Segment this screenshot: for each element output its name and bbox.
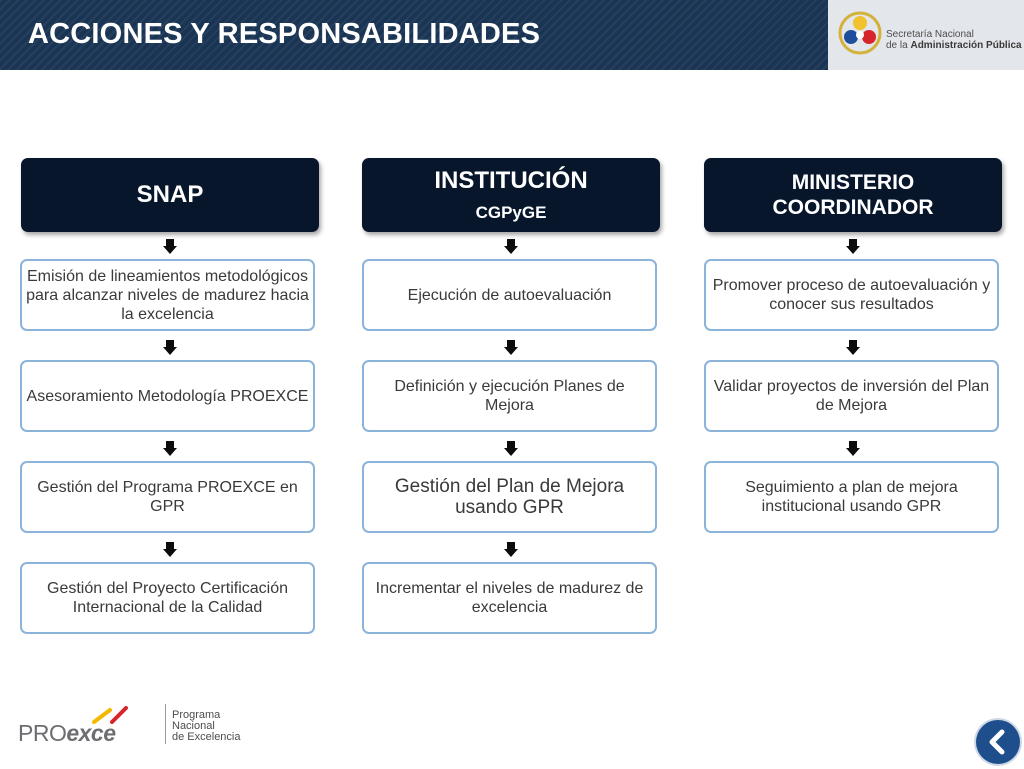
- column-title: SNAP: [136, 181, 204, 208]
- proexce-swoosh-icon: [92, 706, 128, 724]
- flow-box-snap-1: Emisión de lineamientos metodológicos pa…: [20, 259, 315, 331]
- flow-box-ministerio-1: Promover proceso de autoevaluación y con…: [704, 259, 999, 331]
- title-bar: ACCIONES Y RESPONSABILIDADES: [0, 0, 828, 70]
- flow-box-text: Gestión del Programa PROEXCE en GPR: [37, 479, 298, 515]
- column-title: MINISTERIO COORDINADOR: [772, 171, 934, 219]
- arrow-down-icon: [163, 542, 177, 557]
- arrow-down-icon: [163, 239, 177, 254]
- sna-logo-line2-bold: Administración Pública: [910, 40, 1022, 51]
- sna-emblem-icon: [838, 11, 882, 55]
- flow-box-text: Promover proceso de autoevaluación y con…: [712, 277, 991, 313]
- flow-box-text: Gestión del Plan de Mejora usando GPR: [394, 476, 625, 518]
- column-title: INSTITUCIÓN: [434, 167, 588, 194]
- flow-box-text: Ejecución de autoevaluación: [407, 286, 612, 304]
- sna-logo-line2-prefix: de la: [886, 40, 911, 51]
- flow-box-text: Validar proyectos de inversión del Plan …: [713, 378, 990, 414]
- flow-box-institucion-2: Definición y ejecución Planes de Mejora: [362, 360, 657, 432]
- flow-box-text: Definición y ejecución Planes de Mejora: [394, 378, 625, 414]
- flow-box-text: Seguimiento a plan de mejora institucion…: [745, 479, 958, 515]
- chevron-left-icon: [989, 729, 1005, 755]
- flow-box-text: Asesoramiento Metodología PROEXCE: [26, 387, 309, 405]
- proexce-caption-line1: Programa: [172, 709, 221, 721]
- flow-box-snap-4: Gestión del Proyecto Certificación Inter…: [20, 562, 315, 634]
- proexce-pro: PRO: [18, 720, 67, 746]
- proexce-wordmark: PROexce: [18, 720, 116, 747]
- arrow-down-icon: [163, 441, 177, 456]
- column-header-institucion: INSTITUCIÓN CGPyGE: [362, 158, 660, 232]
- arrow-down-icon: [504, 340, 518, 355]
- column-header-ministerio: MINISTERIO COORDINADOR: [704, 158, 1002, 232]
- proexce-caption-line2: Nacional: [172, 720, 215, 732]
- arrow-down-icon: [504, 441, 518, 456]
- proexce-caption: Programa Nacional de Excelencia: [172, 710, 241, 743]
- arrow-down-icon: [163, 340, 177, 355]
- flow-box-ministerio-2: Validar proyectos de inversión del Plan …: [704, 360, 999, 432]
- arrow-down-icon: [504, 239, 518, 254]
- flow-box-institucion-1: Ejecución de autoevaluación: [362, 259, 657, 331]
- flow-box-snap-2: Asesoramiento Metodología PROEXCE: [20, 360, 315, 432]
- flow-box-text: Gestión del Proyecto Certificación Inter…: [47, 580, 288, 616]
- sna-logo-line1: Secretaría Nacional: [886, 29, 974, 40]
- proexce-exce: exce: [66, 720, 116, 746]
- slide-title: ACCIONES Y RESPONSABILIDADES: [28, 18, 541, 50]
- sna-logo: Secretaría Nacional de la Administración…: [828, 0, 1024, 70]
- flow-box-ministerio-3: Seguimiento a plan de mejora institucion…: [704, 461, 999, 533]
- column-subtitle: CGPyGE: [475, 203, 547, 222]
- column-header-snap: SNAP: [21, 158, 319, 232]
- sna-logo-text: Secretaría Nacional de la Administración…: [886, 29, 1022, 51]
- arrow-down-icon: [504, 542, 518, 557]
- flow-box-institucion-4: Incrementar el niveles de madurez de exc…: [362, 562, 657, 634]
- flow-box-institucion-3: Gestión del Plan de Mejora usando GPR: [362, 461, 657, 533]
- proexce-logo: PROexce Programa Nacional de Excelencia: [18, 702, 268, 748]
- arrow-down-icon: [846, 239, 860, 254]
- flow-box-snap-3: Gestión del Programa PROEXCE en GPR: [20, 461, 315, 533]
- arrow-down-icon: [846, 340, 860, 355]
- proexce-caption-line3: de Excelencia: [172, 731, 241, 743]
- arrow-down-icon: [846, 441, 860, 456]
- proexce-divider: [165, 704, 166, 744]
- flow-box-text: Incrementar el niveles de madurez de exc…: [375, 580, 644, 616]
- back-button[interactable]: [976, 720, 1020, 764]
- flow-box-text: Emisión de lineamientos metodológicos pa…: [26, 267, 309, 323]
